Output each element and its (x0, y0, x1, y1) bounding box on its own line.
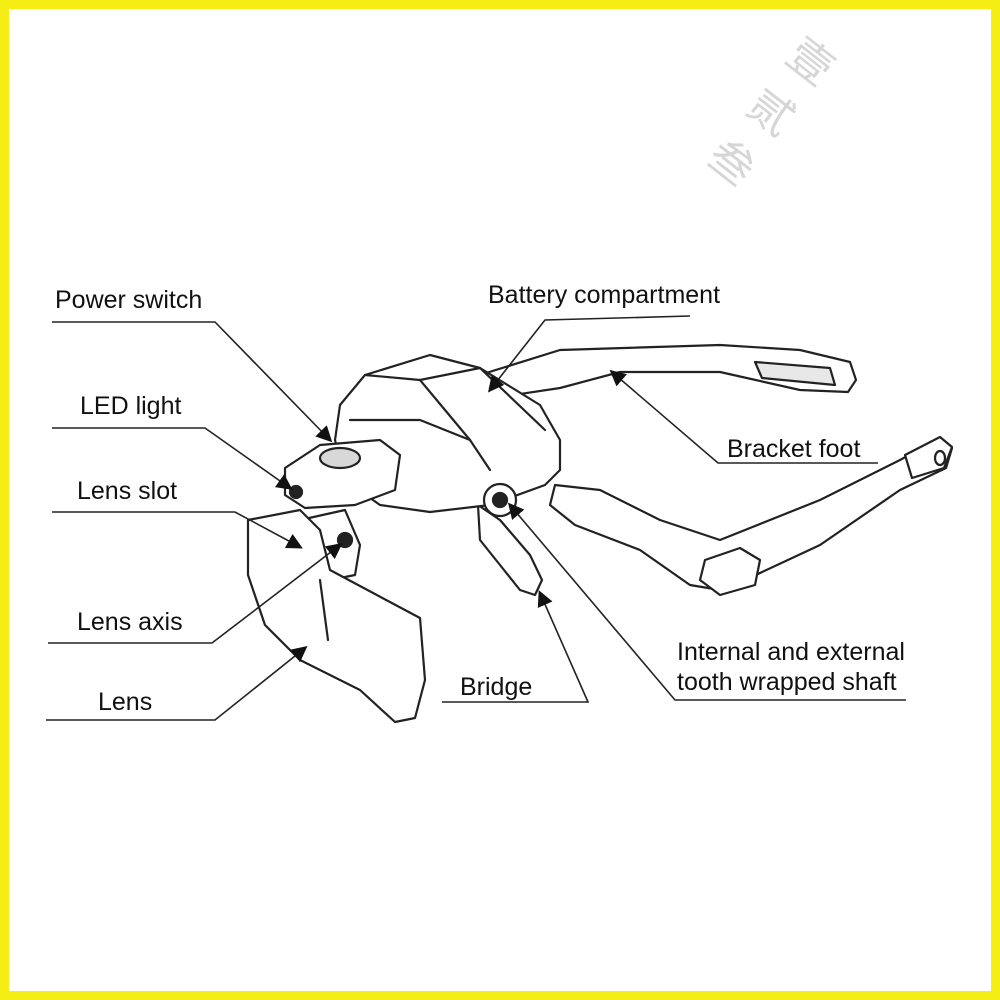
label-battery-compartment: Battery compartment (488, 280, 720, 310)
label-bracket-foot: Bracket foot (727, 434, 860, 464)
label-power-switch: Power switch (55, 285, 202, 315)
lens-axis-pivot (338, 533, 352, 547)
label-shaft-line2: tooth wrapped shaft (677, 667, 897, 697)
bridge-part (478, 505, 542, 595)
label-shaft-line1: Internal and external (677, 637, 905, 667)
label-lens-slot: Lens slot (77, 476, 177, 506)
leader-power-switch (52, 322, 330, 440)
led-lamp (290, 486, 302, 498)
power-switch-button (320, 448, 360, 468)
label-lens-axis: Lens axis (77, 607, 183, 637)
label-lens: Lens (98, 687, 152, 717)
label-led-light: LED light (80, 391, 181, 421)
leader-lens (46, 648, 305, 720)
label-bridge: Bridge (460, 672, 532, 702)
